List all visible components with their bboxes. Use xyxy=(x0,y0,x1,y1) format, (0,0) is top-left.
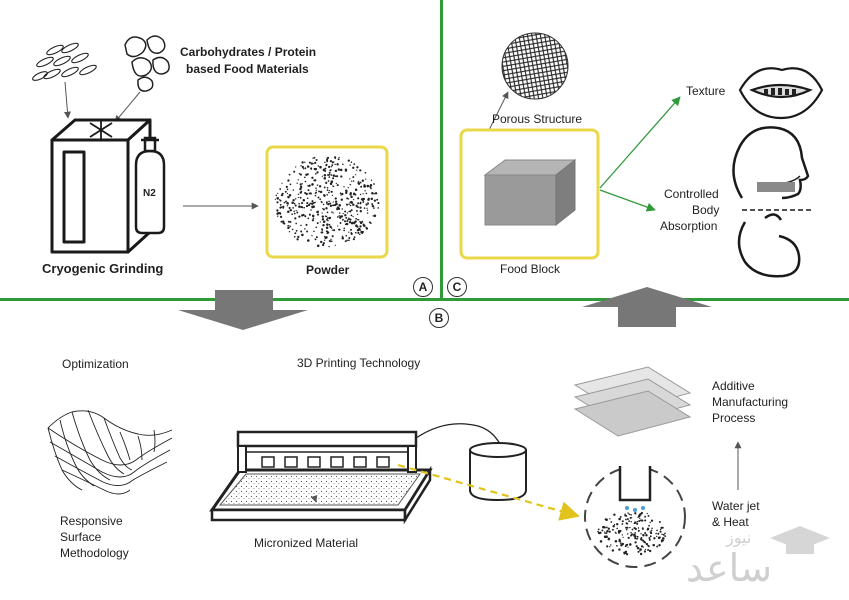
waterjet-label-2: & Heat xyxy=(712,515,749,529)
head-throat-icon xyxy=(732,126,812,278)
vertical-divider xyxy=(440,0,443,300)
additive-label-1: Additive xyxy=(712,379,755,393)
absorption-label-1: Controlled xyxy=(664,187,719,201)
marker-c: C xyxy=(447,277,467,297)
powder-particles xyxy=(274,156,380,248)
tank-label: N2 xyxy=(142,186,157,201)
absorption-label-2: Body xyxy=(692,203,720,217)
rsm-label-2: Surface xyxy=(60,530,102,544)
printing-label: 3D Printing Technology xyxy=(297,356,421,370)
watermark-small: نیوز xyxy=(726,528,752,547)
rsm-label-1: Responsive xyxy=(60,514,123,528)
micronized-label: Micronized Material xyxy=(254,536,359,550)
food-block-icon xyxy=(483,158,577,227)
materials-label-1: Carbohydrates / Protein xyxy=(180,45,317,59)
additive-label-2: Manufacturing xyxy=(712,395,789,409)
porous-structure-icon xyxy=(501,32,569,100)
watermark-logo: ساعد xyxy=(686,546,773,590)
porous-structure-label: Porous Structure xyxy=(492,112,583,126)
optimization-label: Optimization xyxy=(62,357,129,371)
powder-label: Powder xyxy=(306,263,350,277)
nozzle-icon xyxy=(618,466,652,502)
beans-icon xyxy=(124,35,170,92)
additive-label-3: Process xyxy=(712,411,756,425)
nozzle-particles xyxy=(597,511,667,556)
printer-icon xyxy=(209,423,501,525)
rice-grains-icon xyxy=(32,42,97,81)
response-surface-icon xyxy=(47,409,173,495)
mouth-icon xyxy=(738,67,824,120)
up-arrow-icon xyxy=(582,287,712,327)
absorption-label-3: Absorption xyxy=(660,219,718,233)
water-drops xyxy=(625,506,645,512)
texture-label: Texture xyxy=(686,84,726,98)
rsm-label-3: Methodology xyxy=(60,546,129,560)
waterjet-label-1: Water jet xyxy=(712,499,760,513)
down-arrow-icon xyxy=(178,290,308,330)
horizontal-divider xyxy=(0,298,849,301)
food-block-label: Food Block xyxy=(500,262,561,276)
cryogenic-grinding-label: Cryogenic Grinding xyxy=(42,261,164,276)
bucket-icon xyxy=(469,442,527,502)
layer-sheets-icon xyxy=(573,366,692,437)
marker-b: B xyxy=(429,308,449,328)
materials-label-2: based Food Materials xyxy=(186,62,309,76)
marker-a: A xyxy=(413,277,433,297)
